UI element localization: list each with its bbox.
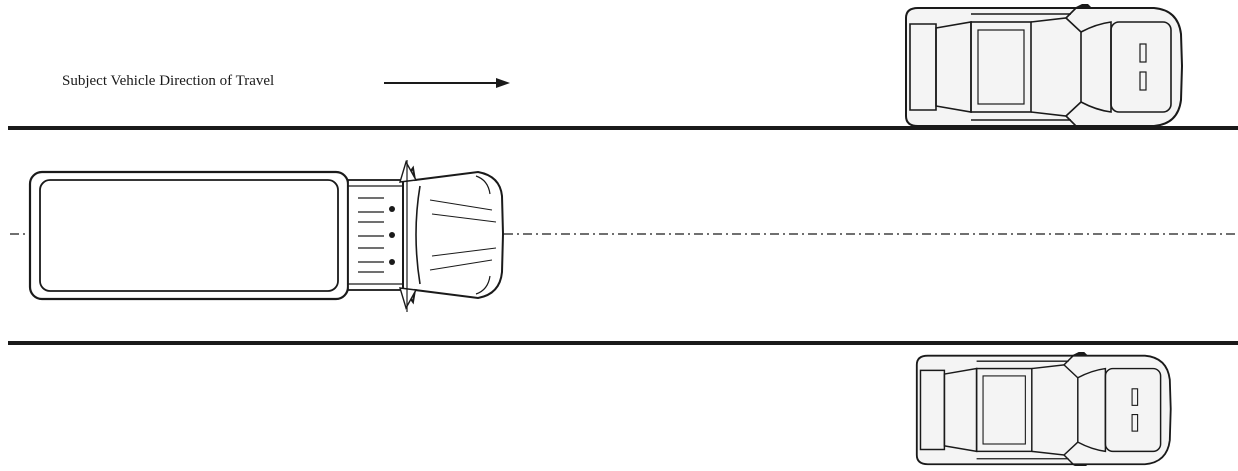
truck-cab-markings bbox=[358, 197, 384, 273]
subject-truck bbox=[28, 160, 505, 312]
lower-lane-line bbox=[8, 341, 1238, 345]
upper-lane-line bbox=[8, 126, 1238, 130]
direction-arrow-icon bbox=[384, 78, 510, 88]
direction-caption: Subject Vehicle Direction of Travel bbox=[62, 73, 275, 89]
truck-cab-front bbox=[402, 165, 505, 305]
upper-adjacent-car bbox=[905, 4, 1183, 129]
truck-trailer bbox=[28, 170, 350, 301]
lower-adjacent-car bbox=[915, 352, 1172, 467]
